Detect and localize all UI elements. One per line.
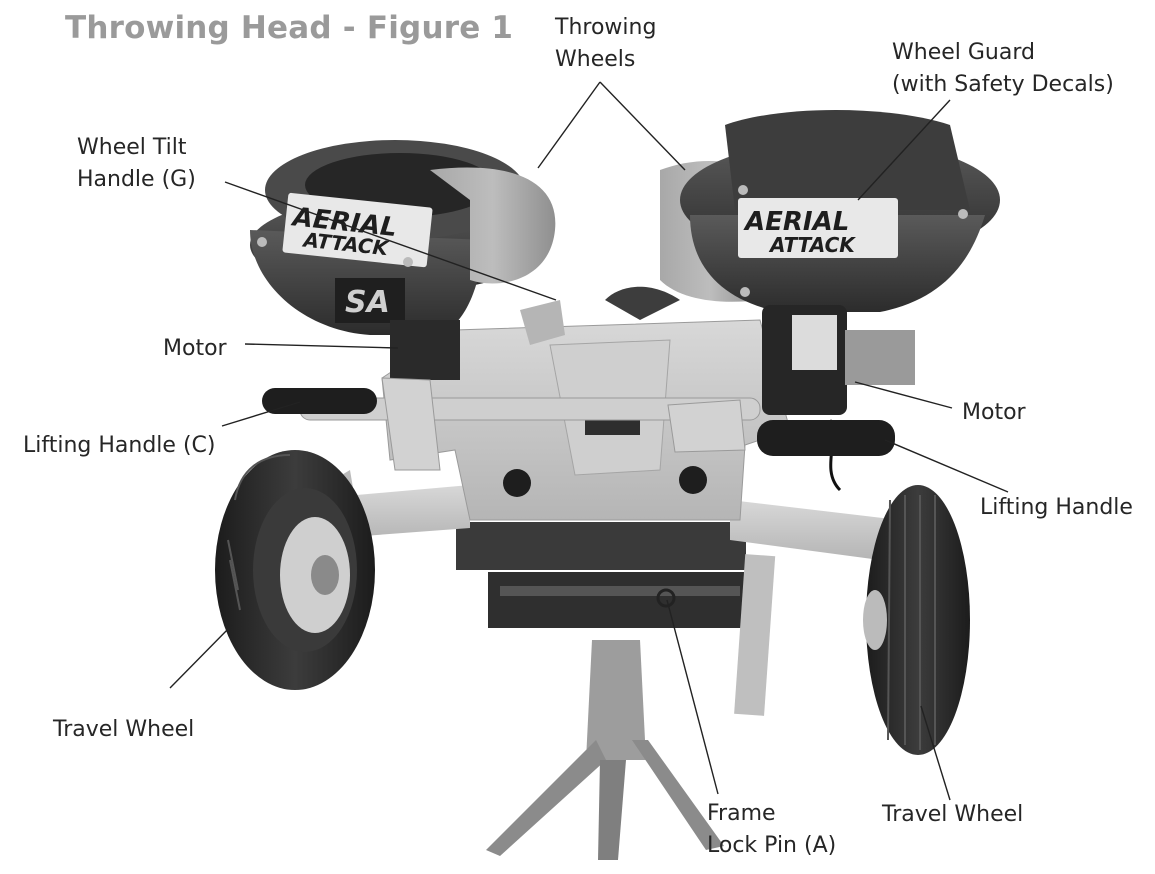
right-motor — [762, 305, 915, 492]
leader-lines — [169, 81, 1009, 801]
label-wheel-guard: Wheel Guard (with Safety Decals) — [892, 40, 1114, 97]
leader-travel-left — [169, 624, 233, 689]
label-travel-wheel-left: Travel Wheel — [53, 717, 195, 742]
label-motor-right: Motor — [962, 400, 1026, 425]
label-lifting-handle-left: Lifting Handle (C) — [23, 433, 216, 458]
label-wheel-tilt-handle: Wheel Tilt Handle (G) — [77, 135, 196, 192]
motor-badge: SA — [345, 285, 390, 320]
leader-wheel-guard — [857, 99, 951, 201]
left-throwing-head: AERIAL ATTACK SA — [250, 140, 556, 380]
leader-motor-left — [244, 343, 399, 349]
label-travel-wheel-right: Travel Wheel — [882, 802, 1024, 827]
left-travel-wheel — [215, 450, 375, 690]
leader-throwing-wheels-right — [599, 81, 686, 171]
tripod-stand — [486, 640, 724, 860]
figure-title: Throwing Head - Figure 1 — [65, 10, 514, 46]
right-decal-line1: AERIAL — [743, 207, 849, 237]
leader-frame-lock — [666, 599, 719, 795]
leader-throwing-wheels-left — [537, 81, 601, 169]
label-motor-left: Motor — [163, 336, 227, 361]
leader-travel-right — [920, 705, 951, 801]
right-decal-line2: ATTACK — [768, 233, 856, 257]
right-throwing-head: AERIAL ATTACK — [660, 110, 1000, 312]
label-throwing-wheels: Throwing Wheels — [555, 15, 657, 72]
leader-wheel-tilt — [224, 181, 557, 301]
label-lifting-handle-right: Lifting Handle — [980, 495, 1133, 520]
leader-lifting-right — [884, 439, 1009, 493]
lower-frame — [456, 522, 776, 716]
leader-lifting-left — [221, 401, 301, 427]
lifting-bar — [262, 377, 895, 497]
right-travel-wheel — [863, 485, 970, 755]
leader-motor-right — [854, 381, 953, 409]
label-frame-lock-pin: Frame Lock Pin (A) — [707, 801, 837, 858]
right-axle-arm — [730, 500, 900, 560]
wheel-tilt-handle — [520, 286, 680, 345]
